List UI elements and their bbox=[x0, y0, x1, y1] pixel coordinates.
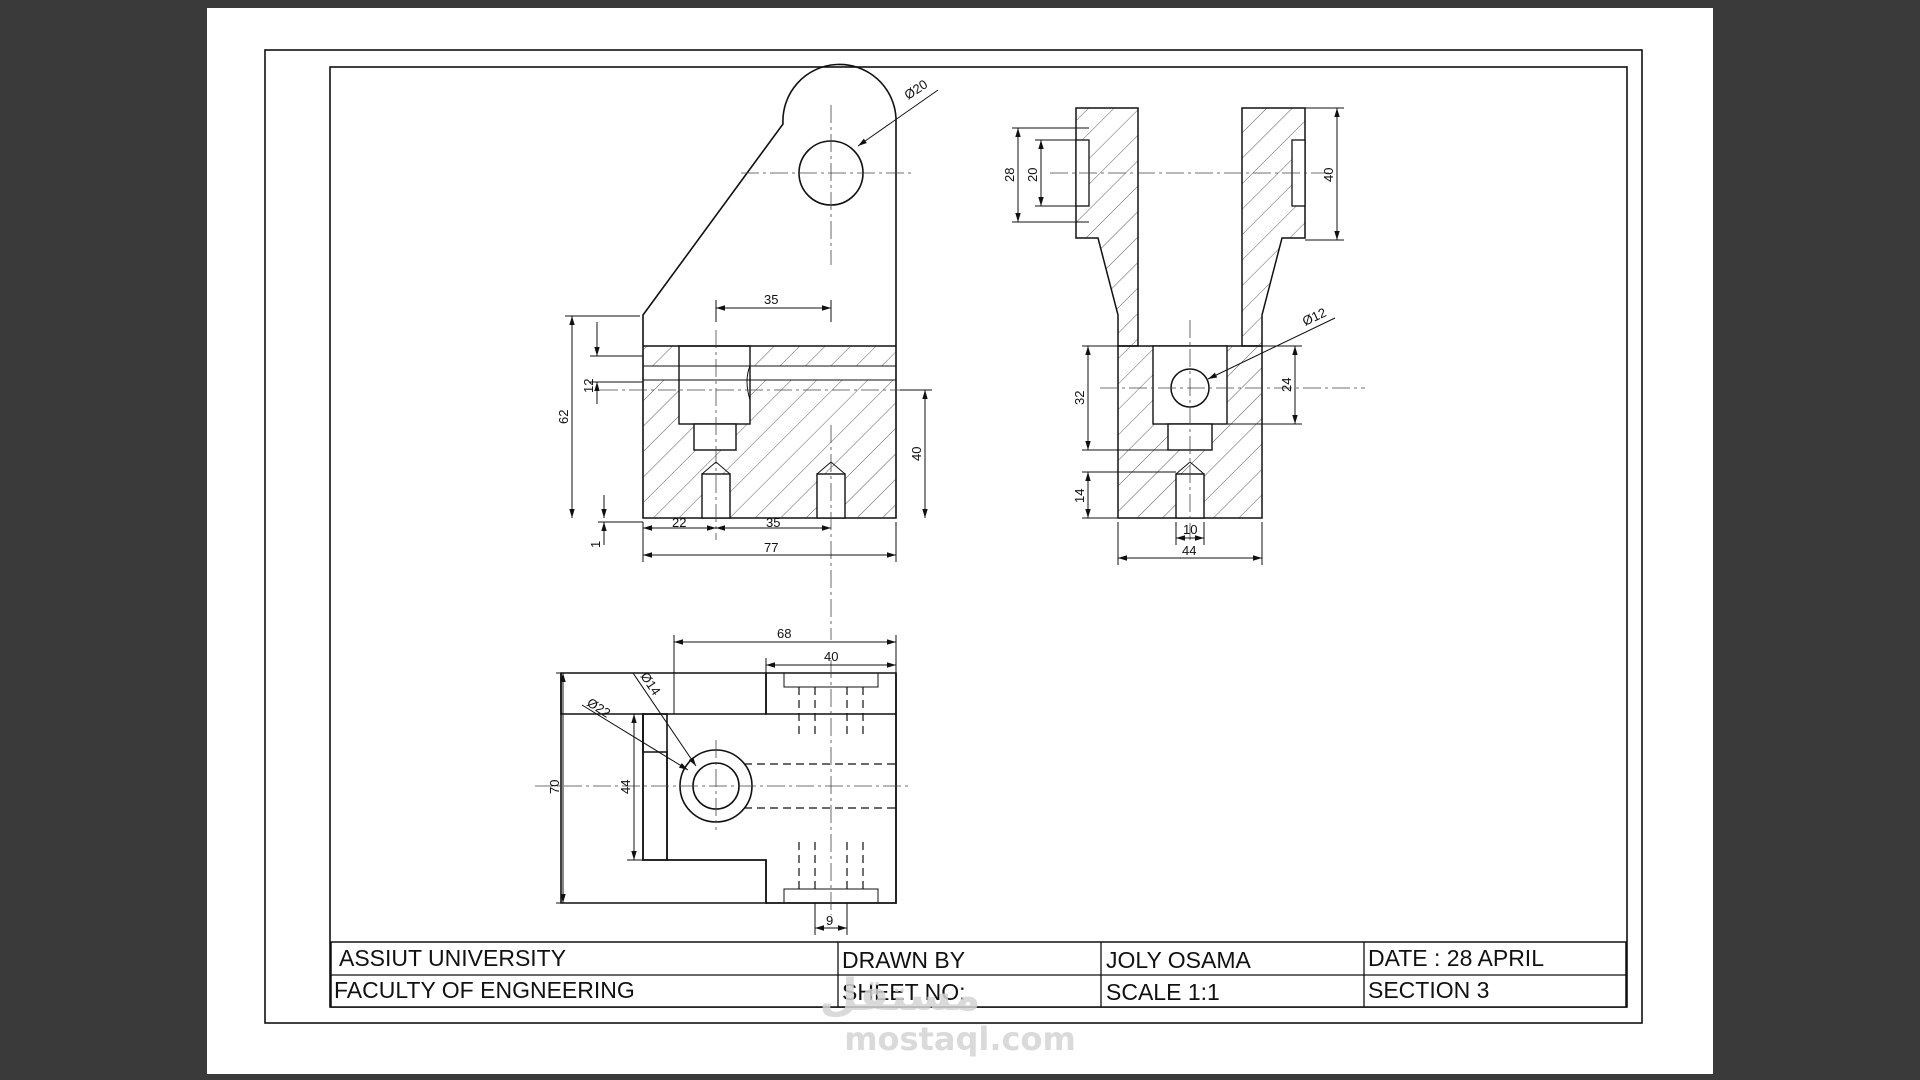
drawing-sheet: Ø20 35 62 12 40 1 22 35 77 bbox=[207, 8, 1713, 1074]
dim-front-1: 1 bbox=[588, 541, 603, 548]
dim-front-35-bottom: 35 bbox=[766, 515, 780, 530]
title-sheet-no: SHEET NO: bbox=[842, 979, 966, 1005]
dim-side-44: 44 bbox=[1182, 543, 1196, 558]
dim-top-40: 40 bbox=[824, 649, 838, 664]
dim-front-12: 12 bbox=[581, 379, 596, 393]
title-section: SECTION 3 bbox=[1368, 977, 1489, 1003]
title-scale: SCALE 1:1 bbox=[1106, 979, 1220, 1005]
dim-side-28: 28 bbox=[1002, 168, 1017, 182]
top-view: 68 40 Ø14 Ø22 70 44 9 bbox=[535, 626, 910, 935]
dim-side-10: 10 bbox=[1183, 522, 1197, 537]
dim-side-hole: Ø12 bbox=[1300, 305, 1329, 329]
dim-side-24: 24 bbox=[1279, 378, 1294, 392]
inner-border bbox=[329, 66, 1628, 1008]
watermark-arabic: مستقل bbox=[820, 970, 981, 1021]
title-date: DATE : 28 APRIL bbox=[1368, 945, 1544, 971]
dim-top-9: 9 bbox=[826, 913, 833, 928]
dim-top-22: Ø22 bbox=[584, 695, 613, 721]
outer-border bbox=[264, 49, 1643, 1024]
title-drawn-by-value: JOLY OSAMA bbox=[1106, 947, 1252, 973]
dim-side-32: 32 bbox=[1072, 391, 1087, 405]
dim-front-77: 77 bbox=[764, 540, 778, 555]
technical-drawing: Ø20 35 62 12 40 1 22 35 77 bbox=[264, 49, 1643, 1058]
dim-top-70: 70 bbox=[547, 780, 562, 794]
front-view: Ø20 35 62 12 40 1 22 35 77 bbox=[556, 63, 939, 640]
dim-top-68: 68 bbox=[777, 626, 791, 641]
dim-side-14: 14 bbox=[1072, 489, 1087, 503]
dim-front-40: 40 bbox=[909, 447, 924, 461]
title-block: ASSIUT UNIVERSITY FACULTY OF ENGNEERING … bbox=[330, 941, 1627, 1008]
dim-front-35-top: 35 bbox=[764, 292, 778, 307]
title-drawn-by-label: DRAWN BY bbox=[842, 947, 965, 973]
dim-front-22: 22 bbox=[672, 515, 686, 530]
watermark-latin: mostaql.com bbox=[844, 1020, 1076, 1058]
title-faculty: FACULTY OF ENGNEERING bbox=[334, 977, 635, 1003]
dim-top-44: 44 bbox=[618, 780, 633, 794]
side-view: 28 20 40 Ø12 32 24 14 10 44 bbox=[1002, 107, 1365, 565]
dim-side-40: 40 bbox=[1321, 168, 1336, 182]
title-university: ASSIUT UNIVERSITY bbox=[339, 945, 566, 971]
dim-side-20: 20 bbox=[1025, 168, 1040, 182]
dim-front-62: 62 bbox=[556, 410, 571, 424]
watermark: مستقل mostaql.com bbox=[820, 970, 1076, 1058]
